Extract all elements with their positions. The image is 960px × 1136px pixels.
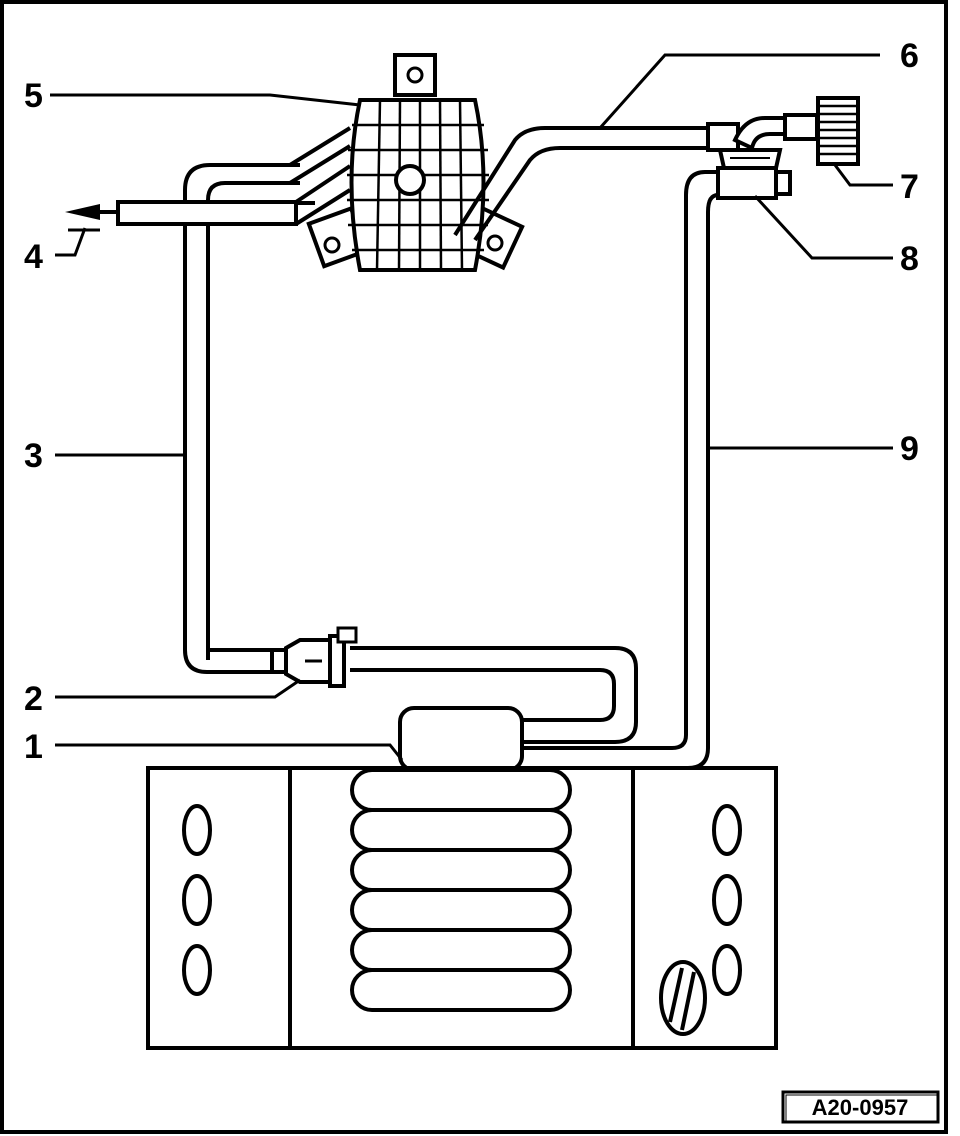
leader-5 xyxy=(50,93,361,107)
leader-1 xyxy=(55,743,404,761)
reference-code: A20-0957 xyxy=(812,1095,909,1120)
reservoir-inlet-hoses xyxy=(288,126,352,226)
leader-2 xyxy=(55,678,301,699)
hose-3 xyxy=(120,163,315,674)
callout-8: 8 xyxy=(900,240,919,278)
callout-9: 9 xyxy=(900,430,919,468)
callout-3: 3 xyxy=(24,437,43,475)
leader-4 xyxy=(55,227,87,257)
cap-7 xyxy=(816,96,860,166)
reference-label: A20-0957 xyxy=(781,1090,940,1124)
cooler-core xyxy=(350,768,572,1012)
callout-4: 4 xyxy=(24,238,43,276)
hose-4 xyxy=(65,200,298,232)
hose-9 xyxy=(522,170,719,770)
leader-6 xyxy=(598,53,880,129)
callout-2: 2 xyxy=(24,680,43,718)
callout-5: 5 xyxy=(24,77,43,115)
callout-1: 1 xyxy=(24,728,43,766)
valve-8 xyxy=(716,113,819,200)
heat-exchanger-head-1 xyxy=(398,706,524,772)
callout-7: 7 xyxy=(900,168,919,206)
leader-8 xyxy=(753,194,893,260)
return-hose xyxy=(350,646,638,744)
expansion-tank-5 xyxy=(306,53,525,272)
valve-2 xyxy=(270,626,358,688)
callout-6: 6 xyxy=(900,37,919,75)
callouts: 5 6 7 8 4 3 9 2 1 xyxy=(24,37,919,766)
leader-7 xyxy=(833,164,893,187)
leader-lines xyxy=(50,53,893,761)
